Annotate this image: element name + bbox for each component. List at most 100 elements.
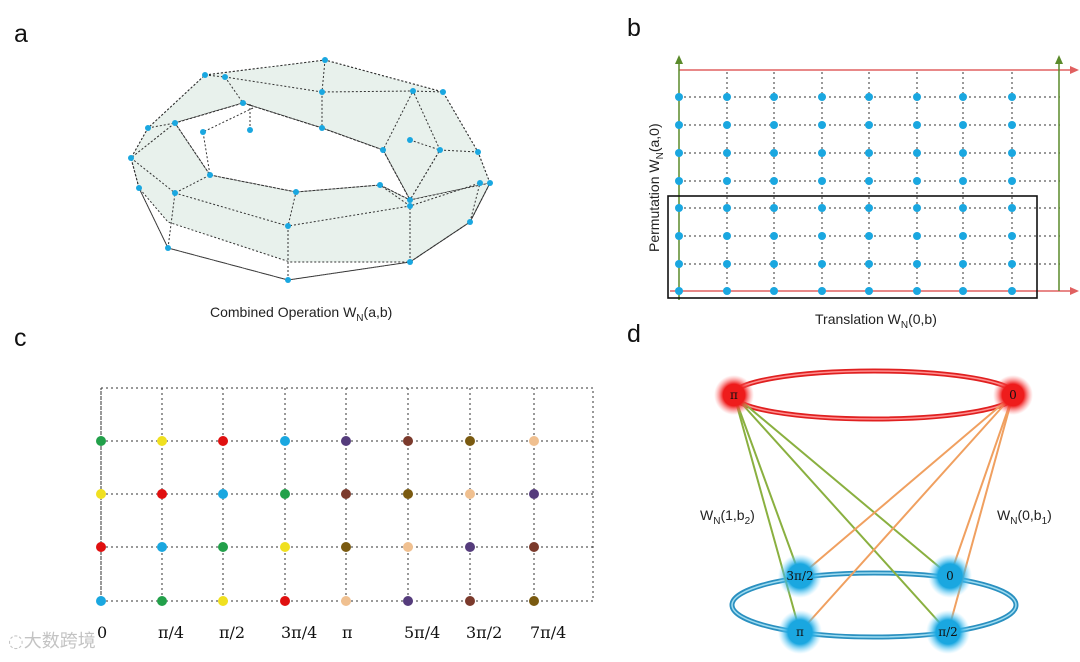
phase-dot	[218, 596, 228, 606]
grid-dot	[770, 287, 778, 295]
phase-dot	[96, 489, 106, 499]
edge-label-right: WN(0,b1)	[997, 507, 1052, 527]
grid-dot	[959, 204, 967, 212]
torus-edge	[174, 122, 411, 201]
phase-dot	[157, 436, 167, 446]
grid-dot	[770, 204, 778, 212]
phase-dot	[218, 542, 228, 552]
node-label: π	[730, 388, 738, 402]
torus-edge	[147, 122, 176, 129]
bottom-node	[936, 620, 960, 644]
grid-dot	[675, 121, 683, 129]
phase-dot	[529, 489, 539, 499]
phase-dot	[403, 436, 413, 446]
torus-edge	[130, 157, 140, 189]
phase-dot	[465, 489, 475, 499]
grid-dot	[770, 232, 778, 240]
phase-dot	[529, 436, 539, 446]
grid-dot	[770, 260, 778, 268]
phase-dot	[341, 596, 351, 606]
grid-dot	[818, 149, 826, 157]
arrow-head	[675, 55, 683, 64]
phase-dot	[280, 596, 290, 606]
phase-dot	[403, 489, 413, 499]
grid-dot	[770, 149, 778, 157]
phase-dot	[157, 596, 167, 606]
x-tick-label: 0	[97, 623, 108, 642]
node-label: 0	[946, 569, 954, 583]
grid-dot	[770, 177, 778, 185]
phase-dot	[280, 436, 290, 446]
grid-dot	[913, 287, 921, 295]
grid-dot	[1008, 93, 1016, 101]
grid-dot	[818, 287, 826, 295]
grid-dot	[913, 232, 921, 240]
grid-dot	[865, 177, 873, 185]
grid-dot	[675, 177, 683, 185]
grid-dot	[959, 149, 967, 157]
panel-label-c: c	[14, 324, 27, 352]
grid-dot	[723, 177, 731, 185]
grid-dot	[818, 204, 826, 212]
grid-dot	[1008, 177, 1016, 185]
torus-edge	[202, 107, 254, 176]
grid-dot	[770, 121, 778, 129]
watermark: ◌大数跨境	[8, 631, 96, 652]
grid-dot	[818, 232, 826, 240]
arrow-head	[1070, 66, 1079, 74]
grid-dot	[1008, 204, 1016, 212]
grid-dot	[675, 204, 683, 212]
phase-dot	[403, 542, 413, 552]
bottom-ring-highlight	[731, 572, 1017, 638]
phase-dot	[341, 542, 351, 552]
grid-dot	[723, 121, 731, 129]
top-node	[723, 384, 745, 406]
phase-dot	[280, 489, 290, 499]
phase-dot	[96, 436, 106, 446]
grid-dot	[1008, 232, 1016, 240]
edge-green	[733, 394, 949, 633]
grid-dot	[865, 204, 873, 212]
phase-dot	[157, 489, 167, 499]
bottom-node	[938, 564, 962, 588]
bottom-node	[788, 564, 812, 588]
grid-dot	[913, 93, 921, 101]
x-tick-label: 5π/4	[404, 623, 441, 642]
torus-edge	[409, 139, 441, 151]
torus-edge	[167, 174, 211, 249]
grid-dot	[675, 260, 683, 268]
edge-green	[733, 394, 951, 577]
phase-dot	[529, 542, 539, 552]
phase-dot	[218, 489, 228, 499]
x-tick-label: 3π/4	[281, 623, 318, 642]
phase-dot	[96, 542, 106, 552]
panel-label-b: b	[627, 14, 641, 42]
grid-dot	[818, 93, 826, 101]
node-label: π	[796, 625, 804, 639]
grid-dot	[959, 260, 967, 268]
top-ring-highlight	[732, 370, 1016, 420]
grid-dot	[865, 149, 873, 157]
phase-dot	[465, 436, 475, 446]
caption-translation: Translation WN(0,b)	[815, 311, 937, 331]
grid-dot	[865, 121, 873, 129]
phase-dot	[529, 596, 539, 606]
torus-vertices	[128, 57, 493, 283]
grid-dot	[959, 121, 967, 129]
grid-dot	[1008, 287, 1016, 295]
grid-dot	[913, 204, 921, 212]
top-node	[1002, 384, 1024, 406]
phase-dot	[465, 596, 475, 606]
grid-dot	[723, 232, 731, 240]
grid-dot	[675, 149, 683, 157]
phase-dot	[280, 542, 290, 552]
x-tick-label: π/4	[158, 623, 185, 642]
phase-dot	[465, 542, 475, 552]
node-label: 0	[1009, 388, 1017, 402]
grid-dot	[959, 232, 967, 240]
grid-dot	[865, 260, 873, 268]
torus-edge	[409, 149, 479, 201]
grid-dot	[865, 287, 873, 295]
